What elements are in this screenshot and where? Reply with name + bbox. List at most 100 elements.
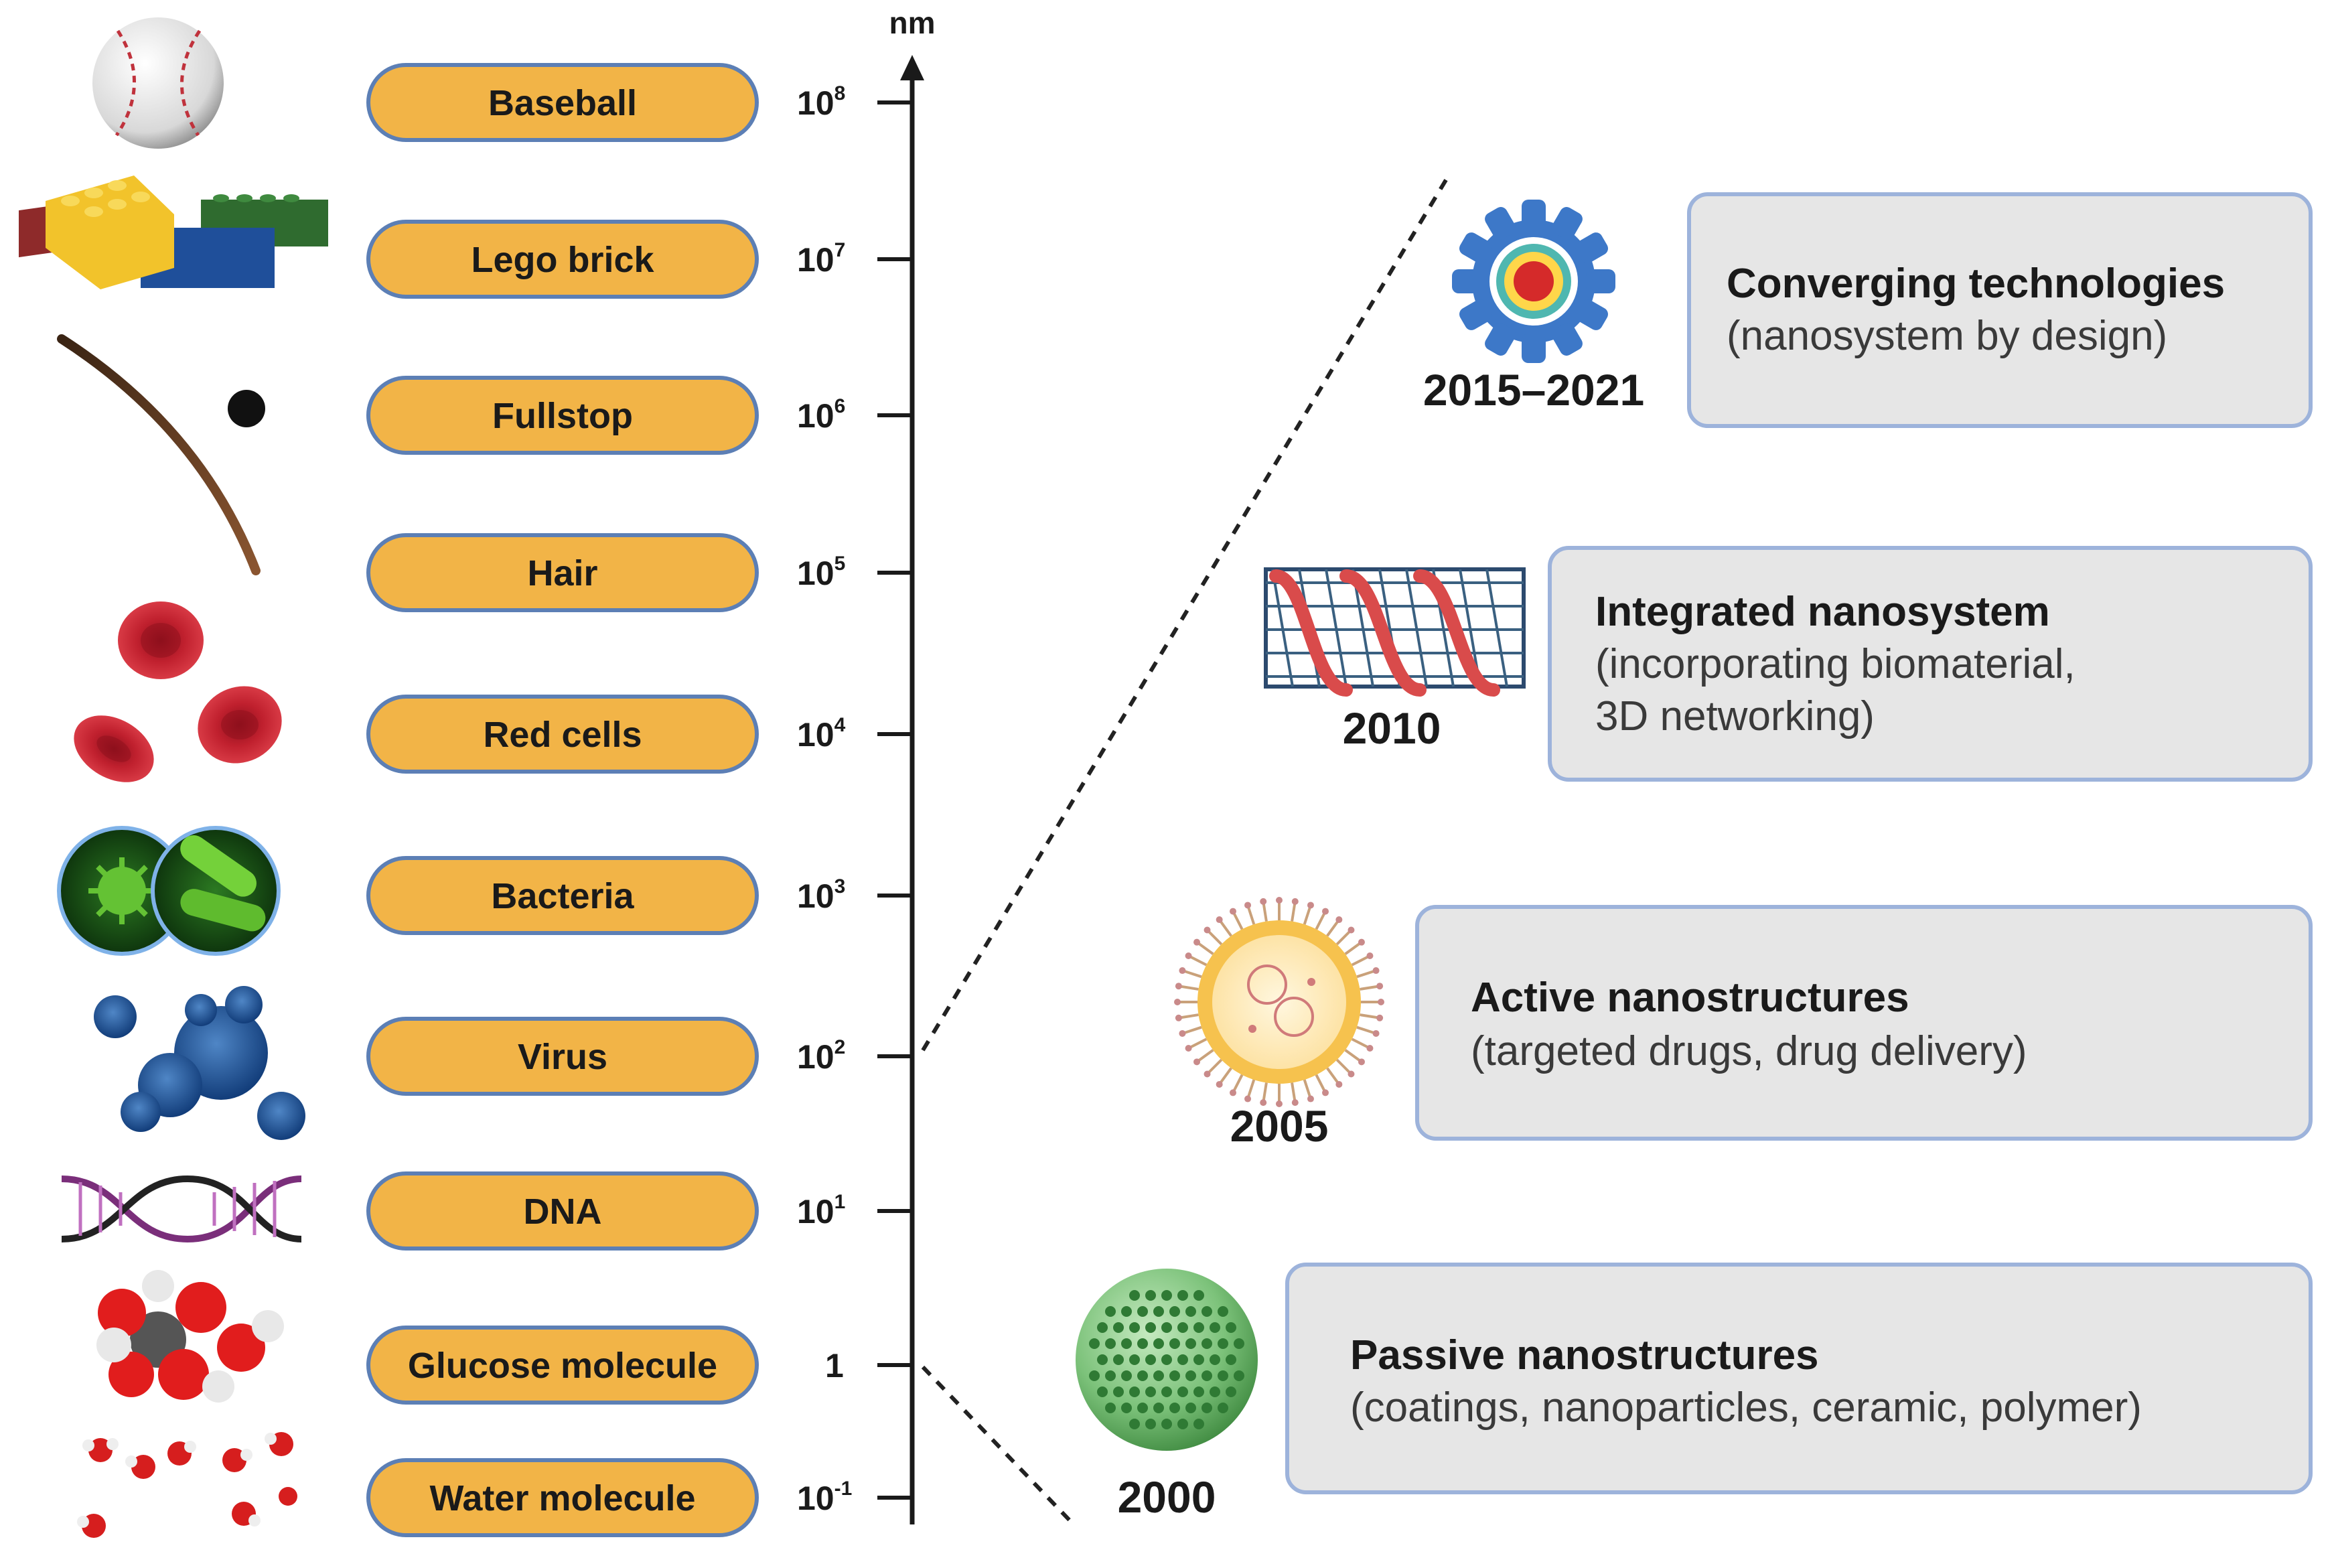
tick-base: 10 (797, 1193, 834, 1230)
axis-tick-label: 101 (797, 1191, 845, 1230)
pill-label: Red cells (483, 715, 642, 755)
axis-tick-label: 10-1 (797, 1478, 852, 1517)
tick-base: 10 (797, 397, 834, 435)
pill-label: Hair (527, 553, 597, 593)
red-blood-cells-icon (74, 601, 282, 782)
axis-unit: nm (889, 5, 936, 40)
card-title: Passive nanostructures (1350, 1332, 1819, 1378)
pill-label: Water molecule (429, 1478, 695, 1518)
axis-tick-label: 104 (797, 714, 846, 754)
pill-background (366, 1458, 759, 1537)
card-passive-nanostructures: Passive nanostructures (coatings, nanopa… (1285, 1263, 2313, 1494)
pill-background (366, 376, 759, 455)
tick-base: 10 (797, 555, 834, 592)
lego-brick-icon (19, 175, 328, 289)
tick-exponent: 2 (834, 1036, 846, 1058)
scale-label-pill: Lego brick (366, 220, 759, 299)
tick-exponent: 3 (834, 875, 846, 898)
tick-base: 10 (797, 877, 834, 915)
tick-exponent: 7 (834, 239, 846, 261)
card-title: Converging technologies (1727, 261, 2225, 307)
tick-base: 10 (797, 1038, 834, 1076)
pill-label: Baseball (488, 83, 637, 123)
dna-icon (61, 1175, 302, 1243)
pill-label: Glucose molecule (408, 1346, 717, 1386)
bacteria-icon (57, 826, 281, 956)
glucose-molecule-icon (96, 1270, 284, 1403)
liposome-icon (1174, 897, 1384, 1107)
tick-exponent: 1 (834, 1191, 846, 1213)
year-label-2005: 2005 (1230, 1101, 1329, 1151)
pill-background (366, 1326, 759, 1405)
nanotube-helix-icon (1264, 567, 1526, 697)
card-active-nanostructures: Active nanostructures (targeted drugs, d… (1415, 905, 2313, 1141)
pill-background (366, 695, 759, 774)
pill-label: Fullstop (492, 396, 633, 436)
scale-label-pill: DNA (366, 1171, 759, 1251)
year-label-2000: 2000 (1118, 1472, 1216, 1522)
card-subtitle: (coatings, nanoparticles, ceramic, polym… (1350, 1384, 2142, 1431)
pill-label: DNA (524, 1192, 602, 1232)
zoom-connector-lower (921, 1365, 1077, 1528)
tick-exponent: 4 (834, 714, 846, 736)
card-converging-technologies: Converging technologies (nanosystem by d… (1687, 192, 2313, 428)
scale-label-pill: Glucose molecule (366, 1326, 759, 1405)
scale-label-pill: Baseball (366, 63, 759, 142)
hair-strand-icon (57, 334, 261, 575)
card-title: Active nanostructures (1471, 975, 1909, 1021)
water-molecule-icon (77, 1432, 297, 1538)
axis-tick-label: 105 (797, 553, 845, 592)
virus-icon (94, 986, 305, 1140)
axis-tick-label: 1 (825, 1347, 844, 1384)
scale-label-pill: Fullstop (366, 376, 759, 455)
tick-exponent: -1 (834, 1478, 853, 1500)
scale-label-pill: Hair (366, 533, 759, 612)
tick-exponent: 5 (834, 553, 846, 575)
axis-tick-label: 102 (797, 1036, 845, 1076)
fullstop-dot-icon (228, 390, 265, 427)
tick-base: 10 (797, 241, 834, 279)
tick-base: 1 (825, 1347, 844, 1384)
tick-exponent: 8 (834, 82, 846, 104)
axis-tick-label: 106 (797, 395, 845, 435)
pill-background (366, 1171, 759, 1251)
year-label-2010: 2010 (1343, 703, 1441, 753)
scale-label-pill: Virus (366, 1017, 759, 1096)
tick-base: 10 (797, 716, 834, 754)
pill-background (366, 63, 759, 142)
nanoparticle-sphere-icon (1076, 1269, 1258, 1451)
zoom-connector-upper (921, 174, 1451, 1052)
hair-and-dot-icon (57, 334, 265, 575)
axis-tick-label: 108 (797, 82, 845, 122)
card-subtitle-line1: (incorporating biomaterial, (1595, 641, 2076, 687)
scale-label-pill: Water molecule (366, 1458, 759, 1537)
card-subtitle: (nanosystem by design) (1727, 313, 2167, 359)
pill-label: Lego brick (471, 240, 654, 280)
axis-tick-label: 107 (797, 239, 845, 279)
year-label-2015-2021: 2015–2021 (1423, 365, 1644, 415)
card-integrated-nanosystem: Integrated nanosystem (incorporating bio… (1548, 546, 2313, 782)
baseball-icon (92, 17, 224, 149)
pill-background (366, 220, 759, 299)
card-subtitle: (targeted drugs, drug delivery) (1471, 1028, 2027, 1074)
card-title: Integrated nanosystem (1595, 589, 2050, 635)
tick-base: 10 (797, 84, 834, 122)
pill-background (366, 533, 759, 612)
card-subtitle-line2: 3D networking) (1595, 693, 1875, 739)
pill-label: Virus (518, 1037, 607, 1077)
axis-arrow-icon (900, 55, 924, 80)
tick-base: 10 (797, 1480, 834, 1517)
pill-background (366, 1017, 759, 1096)
axis-tick-label: 103 (797, 875, 845, 915)
pill-background (366, 856, 759, 935)
gear-nanosystem-icon (1452, 200, 1615, 363)
pill-label: Bacteria (491, 876, 634, 916)
tick-exponent: 6 (834, 395, 846, 417)
scale-label-pill: Red cells (366, 695, 759, 774)
scale-label-pill: Bacteria (366, 856, 759, 935)
